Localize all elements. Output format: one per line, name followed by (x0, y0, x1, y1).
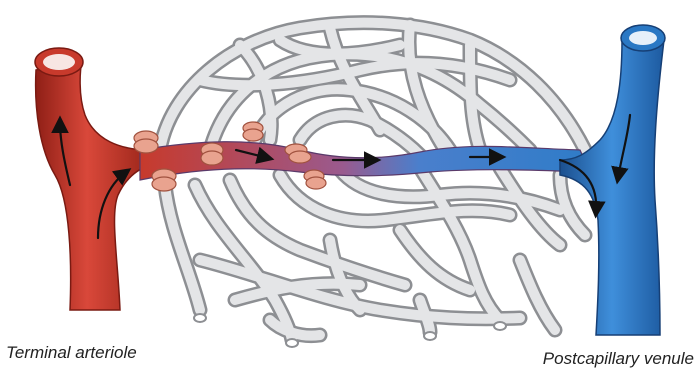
postcapillary-venule-vessel (560, 25, 665, 335)
capillary-network (160, 23, 585, 347)
sphincter (243, 122, 263, 141)
sphincter (152, 169, 176, 191)
terminal-arteriole-vessel (35, 48, 150, 310)
postcapillary-venule-label: Postcapillary venule (543, 349, 694, 369)
sphincter (304, 170, 326, 189)
sphincter (201, 143, 223, 165)
terminal-arteriole-label: Terminal arteriole (6, 343, 137, 363)
sphincter (134, 131, 158, 153)
